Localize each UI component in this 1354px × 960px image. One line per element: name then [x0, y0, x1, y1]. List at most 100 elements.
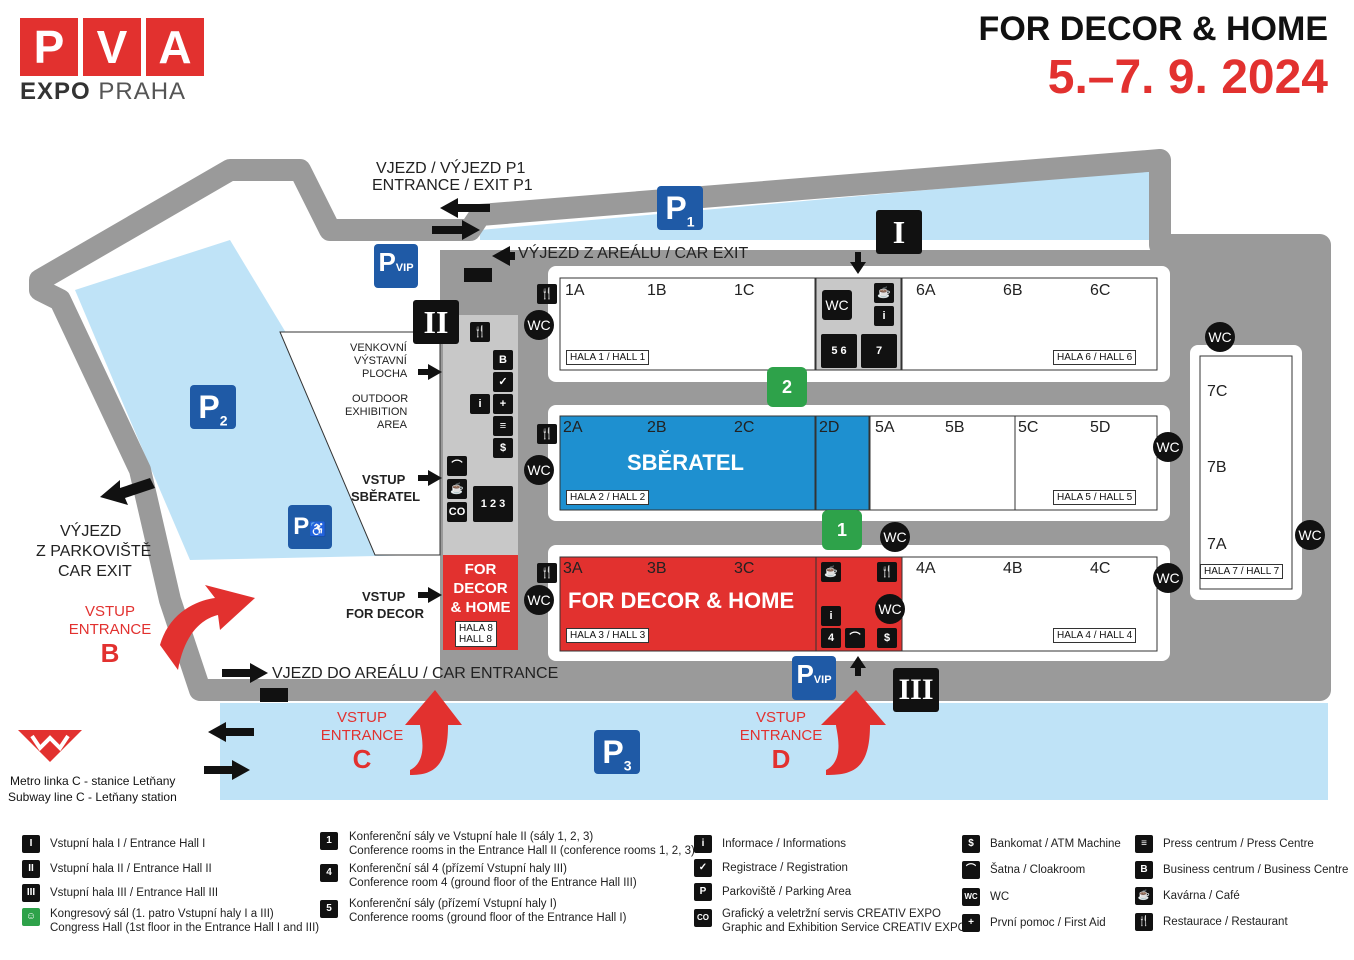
outdoor-area: [279, 331, 441, 556]
creativ-expo-icon: CO: [447, 502, 467, 522]
metro-icon: [18, 730, 82, 762]
outdoor-en-3: AREA: [377, 419, 407, 431]
restaurant-icon: 🍴: [877, 562, 897, 582]
entry-sberatel-1: VSTUP: [362, 472, 406, 487]
arrow-car-exit: [492, 246, 515, 266]
parking-area-p2: [75, 240, 420, 560]
wc-icon: WC: [524, 310, 554, 340]
entry-fordecor-2: FOR DECOR: [346, 606, 424, 621]
wc-icon: WC: [1153, 432, 1183, 462]
wc-icon: WC: [962, 888, 980, 906]
hall-4b: 4B: [1003, 560, 1023, 577]
parking-area-p3: [220, 703, 1328, 800]
arrow-vstup-sberatel: [418, 470, 442, 486]
logo-letter-a: A: [146, 18, 204, 76]
hall-2d: 2D: [819, 419, 840, 436]
hall-7a: 7A: [1207, 536, 1227, 553]
conference-room-7-icon: 7: [861, 334, 897, 368]
outdoor-en-1: OUTDOOR: [352, 393, 409, 405]
hall-6b: 6B: [1003, 282, 1023, 299]
creativ-expo-icon: CO: [694, 909, 712, 927]
hall-2-name: SBĚRATEL: [627, 450, 744, 475]
parking-area-p1: [480, 170, 1150, 240]
hall-2a: 2A: [563, 419, 583, 436]
hall-1c: 1C: [734, 282, 755, 299]
hall-5a: 5A: [875, 419, 895, 436]
hall-5d: 5D: [1090, 419, 1111, 436]
hall-4-tag: HALA 4 / HALL 4: [1053, 628, 1137, 643]
congress-hall-icon: ☺: [22, 908, 40, 926]
hall-3a: 3A: [563, 560, 583, 577]
hall-1a: 1A: [565, 282, 585, 299]
cloakroom-icon: ⌒: [962, 861, 980, 879]
legend-congress-hall: Kongresový sál (1. patro Vstupní haly I …: [50, 908, 320, 934]
label-parking-exit-1: VÝJEZD: [60, 523, 122, 540]
legend-first-aid: První pomoc / First Aid: [990, 917, 1106, 929]
restaurant-icon: 🍴: [537, 284, 557, 304]
entrance-hall-ii-marker: II: [413, 300, 459, 344]
cloakroom-icon: ⌒: [845, 628, 865, 648]
hall-6-tag: HALA 6 / HALL 6: [1053, 350, 1137, 365]
atm-icon: $: [493, 438, 513, 458]
parking-vip-tag-bottom: PVIP: [792, 656, 836, 700]
label-car-exit: VÝJEZD Z AREÁLU / CAR EXIT: [518, 245, 749, 262]
information-icon: i: [821, 606, 841, 626]
atm-icon: $: [877, 628, 897, 648]
hall-2-tag: HALA 2 / HALL 2: [566, 490, 650, 505]
hall-3c: 3C: [734, 560, 755, 577]
arrow-metro-left: [208, 722, 254, 742]
arrow-car-entrance: [222, 663, 268, 683]
label-parking-exit-2: Z PARKOVIŠTĚ: [36, 543, 152, 560]
label-parking-exit-3: CAR EXIT: [58, 563, 132, 580]
parking-disabled-tag: P♿: [288, 505, 332, 549]
outdoor-cz-2: VÝSTAVNÍ: [354, 355, 407, 367]
legend-cloakroom: Šatna / Cloakroom: [990, 864, 1086, 876]
legend-creativ-expo: Grafický a veletržní servis CREATIV EXPO…: [722, 908, 967, 934]
legend-entrance-hall-i: Vstupní hala I / Entrance Hall I: [50, 838, 206, 850]
event-title: FOR DECOR & HOME: [978, 10, 1328, 48]
restaurant-icon: 🍴: [1135, 913, 1153, 931]
atm-icon: $: [962, 835, 980, 853]
logo-subtitle: EXPO PRAHA: [20, 78, 187, 105]
logo-letter-v: V: [83, 18, 141, 76]
hall-5c: 5C: [1018, 419, 1039, 436]
restaurant-icon: 🍴: [537, 563, 557, 583]
wc-icon: WC: [875, 594, 905, 624]
metro-line-en: Subway line C - Letňany station: [8, 790, 177, 804]
conference-rooms-123-icon: 1: [320, 832, 338, 850]
wc-icon: WC: [822, 290, 852, 320]
entrance-hall-iii-icon: III: [22, 884, 40, 902]
hall-7c: 7C: [1207, 383, 1228, 400]
press-centre-icon: ≡: [1135, 835, 1153, 853]
label-car-entrance: VJEZD DO AREÁLU / CAR ENTRANCE: [272, 665, 559, 682]
parking-p2-tag: P2: [190, 385, 236, 429]
legend-cafe: Kavárna / Café: [1163, 890, 1240, 902]
congress-hall-2-icon: 2: [767, 367, 807, 407]
hall-4a: 4A: [916, 560, 936, 577]
legend-parking: Parkoviště / Parking Area: [722, 886, 852, 898]
entry-fordecor-1: VSTUP: [362, 589, 406, 604]
first-aid-icon: +: [962, 914, 980, 932]
legend-atm: Bankomat / ATM Machine: [990, 838, 1121, 850]
entrance-d-arrow: [821, 690, 886, 775]
logo-letter-p: P: [20, 18, 78, 76]
information-icon: i: [874, 306, 894, 326]
registration-icon: ✓: [493, 372, 513, 392]
conference-rooms-567-icon: 5: [320, 900, 338, 918]
arrow-vstup-fordecor: [418, 587, 442, 603]
wc-icon: WC: [1295, 520, 1325, 550]
hall-1b: 1B: [647, 282, 667, 299]
cafe-icon: ☕: [447, 479, 467, 499]
hall-3-name: FOR DECOR & HOME: [568, 588, 795, 613]
information-icon: i: [694, 835, 712, 853]
information-icon: i: [470, 394, 490, 414]
conference-rooms-123-icon: 1 2 3: [473, 486, 513, 522]
road-outer: [29, 149, 1331, 701]
entrance-hall-i-marker: I: [876, 210, 922, 254]
restaurant-icon: 🍴: [470, 322, 490, 342]
arrow-hall-i: [850, 252, 866, 274]
arrow-exit-p2: [100, 478, 155, 505]
